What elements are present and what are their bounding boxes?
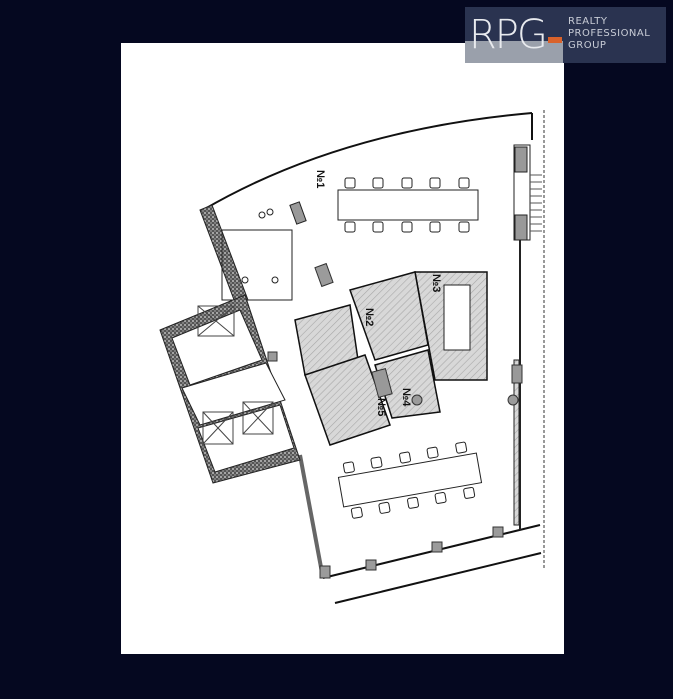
office-5 xyxy=(304,354,391,446)
room-label-1: №1 xyxy=(314,170,326,188)
room-label-2: №2 xyxy=(363,308,375,326)
rpg-logo: RPG REALTY PROFESSIONAL GROUP xyxy=(465,7,666,63)
room-label-5: №5 xyxy=(375,398,387,416)
staircase xyxy=(511,110,545,570)
elevator-core xyxy=(159,294,301,484)
offices xyxy=(294,271,488,446)
office-2 xyxy=(349,271,429,361)
logo-line-1: REALTY xyxy=(568,16,608,27)
wc-block xyxy=(199,201,307,306)
logo-mark: RPG xyxy=(469,12,548,58)
meeting-table-bottom xyxy=(337,441,483,519)
meeting-table-top xyxy=(337,177,479,233)
office-4 xyxy=(374,349,441,419)
room-label-3: №3 xyxy=(430,274,442,292)
columns xyxy=(267,262,519,579)
logo-line-2: PROFESSIONAL xyxy=(568,28,651,39)
logo-light-band xyxy=(465,41,563,63)
logo-text: REALTY PROFESSIONAL GROUP xyxy=(568,16,650,52)
logo-line-3: GROUP xyxy=(568,40,607,51)
logo-accent xyxy=(548,37,562,43)
room-label-4: №4 xyxy=(400,388,412,407)
